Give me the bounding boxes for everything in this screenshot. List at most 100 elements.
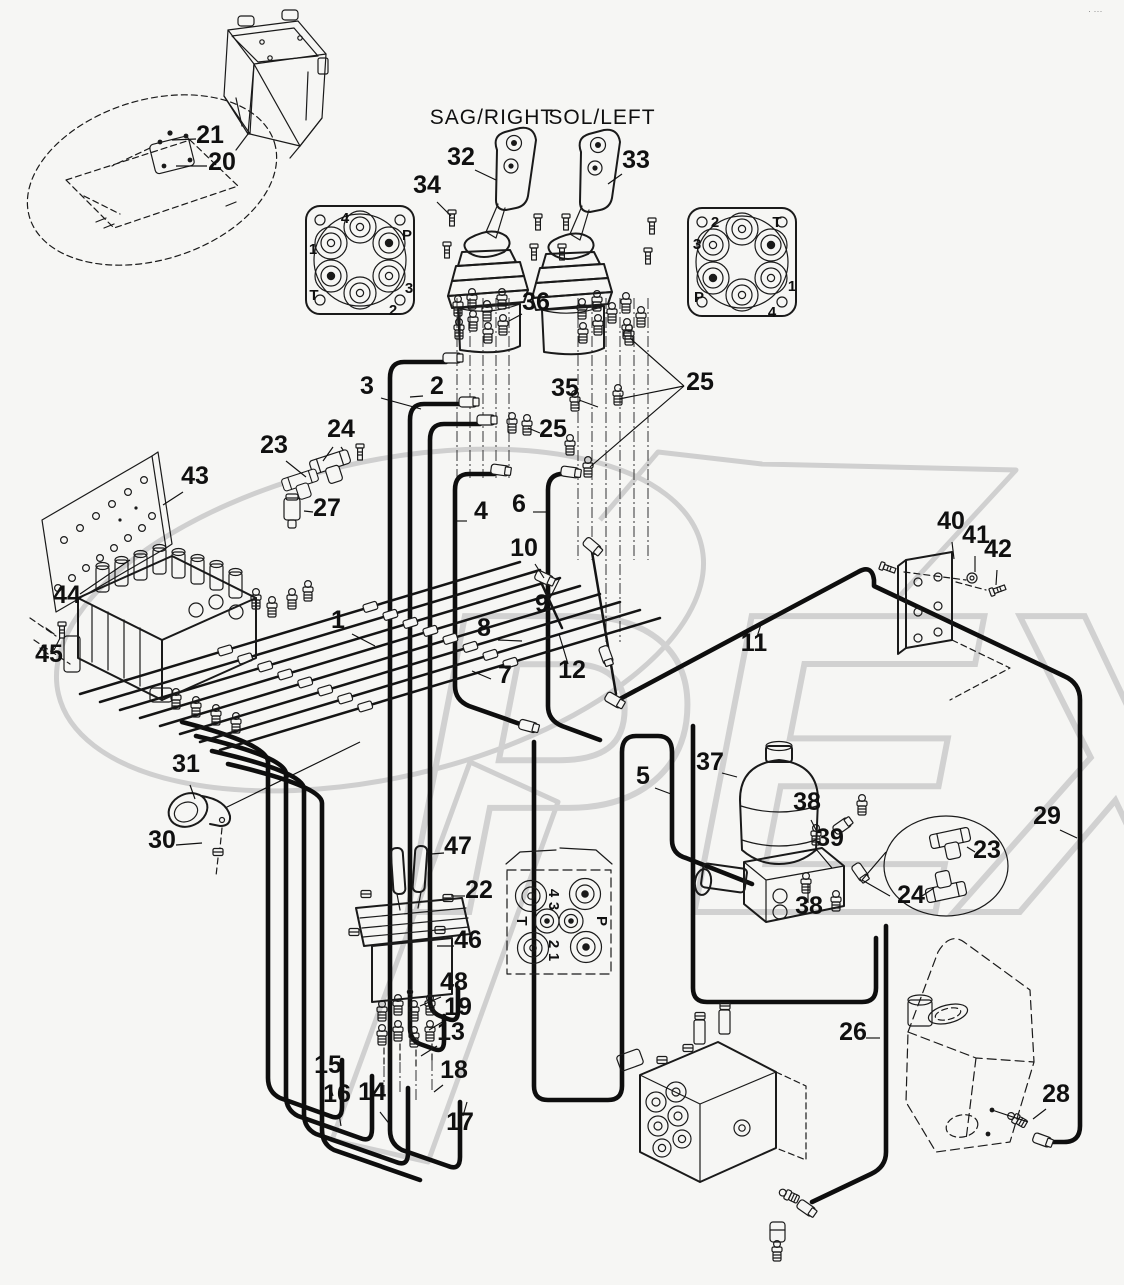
callout-leader-40 [951,541,955,560]
callout-leader-28 [1032,1108,1047,1120]
callout-leader-19 [428,1020,445,1031]
port-letter-T: T [309,287,318,304]
port-letter-P: P [593,916,610,926]
port-letter-3: 3 [545,902,562,910]
callout-leader-11 [756,620,763,638]
callout-leader-5 [654,787,672,795]
callout-22: 22 [465,876,493,904]
callout-31: 31 [172,750,200,778]
label-sol-left: SOL/LEFT [548,106,655,129]
inline-fitting [357,700,374,713]
pilot-hose [118,576,562,712]
label-sag-right: SAG/RIGHT [430,106,555,129]
port-plate-left [305,205,415,315]
callout-leader-33 [607,173,623,185]
callout-26: 26 [839,1018,867,1046]
callout-leader-36 [508,313,523,322]
callout-18: 18 [440,1056,468,1084]
callout-leader-29 [1059,829,1078,839]
callout-47: 47 [444,832,472,860]
pilot-hose-diagonals [78,560,662,752]
callout-leader-16 [338,1113,342,1127]
inline-fitting [317,684,334,697]
callout-leader-42 [995,569,998,586]
callout-3: 3 [360,372,374,400]
callout-5: 5 [636,762,650,790]
callout-44: 44 [53,581,81,609]
callout-24: 24 [327,415,355,443]
callout-24: 24 [897,881,925,909]
callout-40: 40 [937,507,965,535]
port-letter-4: 4 [545,889,562,898]
callout-leader-23 [966,846,976,853]
callout-23: 23 [260,431,288,459]
callout-leader-39 [801,848,817,853]
callout-leader-35 [578,399,599,408]
callout-leader-24 [322,446,334,462]
callout-10: 10 [510,534,538,562]
pilot-hose [198,608,642,744]
callout-leader-48 [419,996,442,1007]
callout-leader-43 [162,491,184,506]
callout-leader-21 [171,138,197,141]
callout-11: 11 [741,629,768,657]
callout-leader-17 [462,1101,468,1117]
callout-leader-37 [721,772,738,778]
valve-bank [29,543,361,809]
callout-leader-14 [379,1111,392,1127]
callout-38: 38 [795,892,823,920]
callout-leader-47 [430,852,445,855]
callout-leader-44 [79,559,131,595]
callout-leader-8 [497,639,523,642]
port-letter-2: 2 [389,302,397,319]
port-letter-T: T [513,916,530,925]
callout-30: 30 [148,826,176,854]
callout-8: 8 [477,614,491,642]
port-letter-2: 2 [711,214,719,231]
callout-45: 45 [35,640,63,668]
port-letter-P: P [402,227,412,244]
inline-fitting [422,624,439,637]
port-letter-2: 2 [545,940,562,948]
grommet-clamp [167,792,232,877]
part-callouts: 1234567891011121314151617181920212223232… [35,121,1078,1136]
callout-32: 32 [447,143,475,171]
port-letter-1: 1 [788,278,796,295]
port-letter-T: T [772,214,781,231]
callout-38: 38 [793,788,821,816]
callout-leader-30 [175,842,203,846]
callout-leader-38 [810,819,817,831]
hydraulic-tank [905,938,1055,1153]
tee-fittings-upper [280,443,365,529]
callout-12: 12 [558,656,586,684]
inline-fitting [442,632,459,645]
port-letter-3: 3 [693,236,701,253]
callout-14: 14 [358,1078,386,1106]
callout-37: 37 [696,748,724,776]
inline-fitting [402,616,419,629]
callout-leader-27 [303,510,314,513]
port-letter-4: 4 [341,210,350,227]
cab-drawing [26,9,329,266]
port-plate-right [687,207,797,317]
callout-15: 15 [314,1051,342,1079]
inline-fitting [297,676,314,689]
callout-42: 42 [984,535,1012,563]
pilot-hose [158,592,602,728]
callout-leader-3 [380,397,422,410]
callout-leader-32 [474,169,497,181]
inline-fitting [257,660,274,673]
inline-fitting [337,692,354,705]
pilot-hose [78,560,522,696]
callout-leader-12 [558,633,569,665]
port-letter-1: 1 [545,953,562,961]
callout-9: 9 [535,590,549,618]
callout-43: 43 [181,462,209,490]
callout-25: 25 [686,368,714,396]
callout-23: 23 [973,836,1001,864]
callout-21: 21 [196,121,224,149]
pilot-hose [218,616,662,752]
callout-39: 39 [816,824,844,852]
